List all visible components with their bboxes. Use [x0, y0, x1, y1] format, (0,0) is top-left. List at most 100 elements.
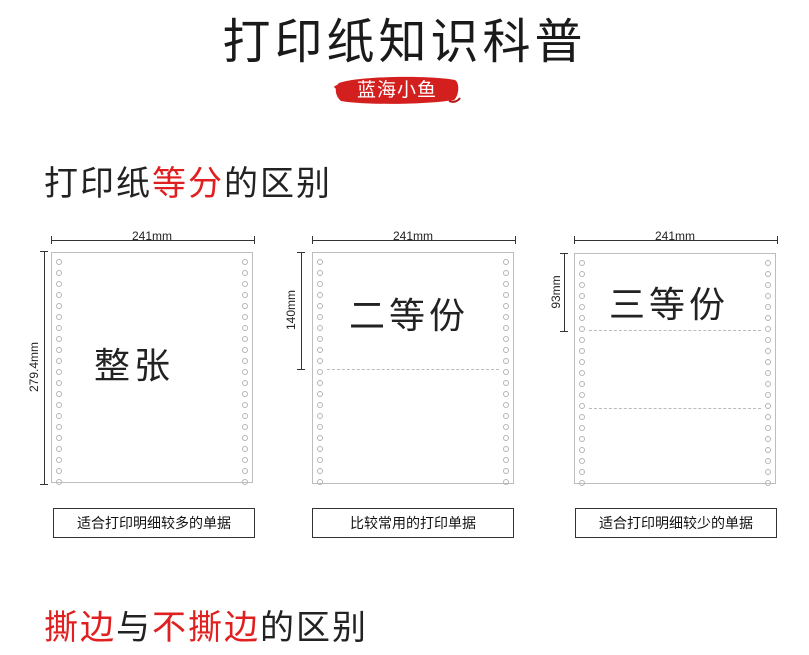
brush-stroke-icon	[333, 76, 461, 104]
tractor-hole	[317, 358, 323, 364]
tractor-hole	[56, 446, 62, 452]
tractor-hole	[765, 348, 771, 354]
paper-caption: 适合打印明细较少的单据	[575, 508, 777, 538]
tractor-hole	[56, 347, 62, 353]
tractor-hole	[503, 259, 509, 265]
width-dimension-label: 241mm	[392, 229, 433, 243]
tractor-hole	[242, 391, 248, 397]
tractor-hole	[317, 391, 323, 397]
tractor-hole	[503, 424, 509, 430]
tractor-hole	[242, 446, 248, 452]
tractor-hole	[503, 325, 509, 331]
tractor-hole	[503, 446, 509, 452]
width-dimension-line	[51, 236, 255, 244]
height-dimension-label: 93mm	[549, 275, 563, 309]
tractor-hole	[503, 347, 509, 353]
tractor-hole	[317, 292, 323, 298]
tractor-hole	[56, 402, 62, 408]
width-dimension-label: 241mm	[131, 229, 172, 243]
tractor-hole	[579, 392, 585, 398]
tractor-hole	[242, 413, 248, 419]
tractor-hole	[503, 380, 509, 386]
tractor-hole	[242, 435, 248, 441]
tractor-hole	[579, 260, 585, 266]
tractor-hole	[579, 337, 585, 343]
tractor-hole	[242, 380, 248, 386]
tractor-hole	[242, 314, 248, 320]
tractor-hole	[317, 369, 323, 375]
tractor-hole	[765, 315, 771, 321]
paper-label: 二等份	[349, 296, 470, 337]
section-title-tear-edge: 撕边与不撕边的区别	[44, 600, 368, 649]
paper-caption: 比较常用的打印单据	[312, 508, 514, 538]
tractor-hole	[317, 402, 323, 408]
tractor-hole	[503, 435, 509, 441]
brand-badge-text: 蓝海小鱼	[356, 79, 437, 101]
tractor-hole	[765, 271, 771, 277]
tractor-hole	[242, 281, 248, 287]
height-dimension-line	[560, 253, 568, 332]
tractor-hole	[579, 304, 585, 310]
tractor-hole	[503, 479, 509, 485]
tractor-hole	[242, 479, 248, 485]
tractor-hole	[56, 303, 62, 309]
tractor-hole	[579, 414, 585, 420]
paper-three-parts: 三等份	[574, 253, 776, 486]
tractor-hole	[503, 457, 509, 463]
tractor-hole	[56, 435, 62, 441]
section-title-text: 的区别	[260, 608, 368, 648]
tractor-hole	[56, 391, 62, 397]
tractor-hole	[579, 425, 585, 431]
tractor-hole	[317, 479, 323, 485]
tractor-hole	[242, 270, 248, 276]
tractor-hole	[765, 392, 771, 398]
tractor-hole	[317, 446, 323, 452]
tractor-hole	[579, 447, 585, 453]
tractor-hole	[765, 425, 771, 431]
tractor-hole	[317, 303, 323, 309]
height-dimension-line	[297, 252, 305, 370]
tractor-hole	[317, 336, 323, 342]
tractor-hole	[242, 259, 248, 265]
tractor-hole	[579, 282, 585, 288]
tractor-hole	[242, 424, 248, 430]
tractor-hole	[503, 413, 509, 419]
tractor-hole	[317, 270, 323, 276]
tractor-hole	[579, 381, 585, 387]
tractor-hole	[503, 292, 509, 298]
page-title: 打印纸知识科普	[222, 14, 587, 70]
tractor-hole	[56, 413, 62, 419]
tractor-hole	[317, 325, 323, 331]
tractor-hole	[317, 314, 323, 320]
paper-two-parts: 二等份	[312, 252, 514, 485]
paper-whole-sheet: 整张	[51, 252, 253, 485]
tractor-hole	[579, 293, 585, 299]
tractor-hole	[317, 468, 323, 474]
tractor-hole	[579, 436, 585, 442]
tractor-hole	[765, 469, 771, 475]
tractor-hole	[765, 381, 771, 387]
paper-caption: 适合打印明细较多的单据	[53, 508, 255, 538]
tractor-hole	[242, 347, 248, 353]
tractor-hole	[765, 359, 771, 365]
tractor-hole	[579, 403, 585, 409]
tractor-hole	[317, 259, 323, 265]
width-dimension-line	[312, 236, 516, 244]
tractor-hole	[503, 303, 509, 309]
tractor-hole	[56, 369, 62, 375]
tractor-hole	[56, 292, 62, 298]
tractor-hole	[765, 282, 771, 288]
tractor-hole	[56, 424, 62, 430]
paper-label: 整张	[94, 346, 175, 387]
tractor-hole	[765, 436, 771, 442]
tractor-hole	[503, 270, 509, 276]
tractor-hole	[56, 457, 62, 463]
tractor-hole	[242, 369, 248, 375]
tractor-hole	[765, 414, 771, 420]
tractor-hole	[242, 358, 248, 364]
tractor-hole	[317, 281, 323, 287]
tractor-hole	[317, 413, 323, 419]
height-dimension-label: 279.4mm	[27, 341, 41, 393]
tractor-hole	[765, 403, 771, 409]
section-title-highlight: 等分	[152, 164, 224, 204]
